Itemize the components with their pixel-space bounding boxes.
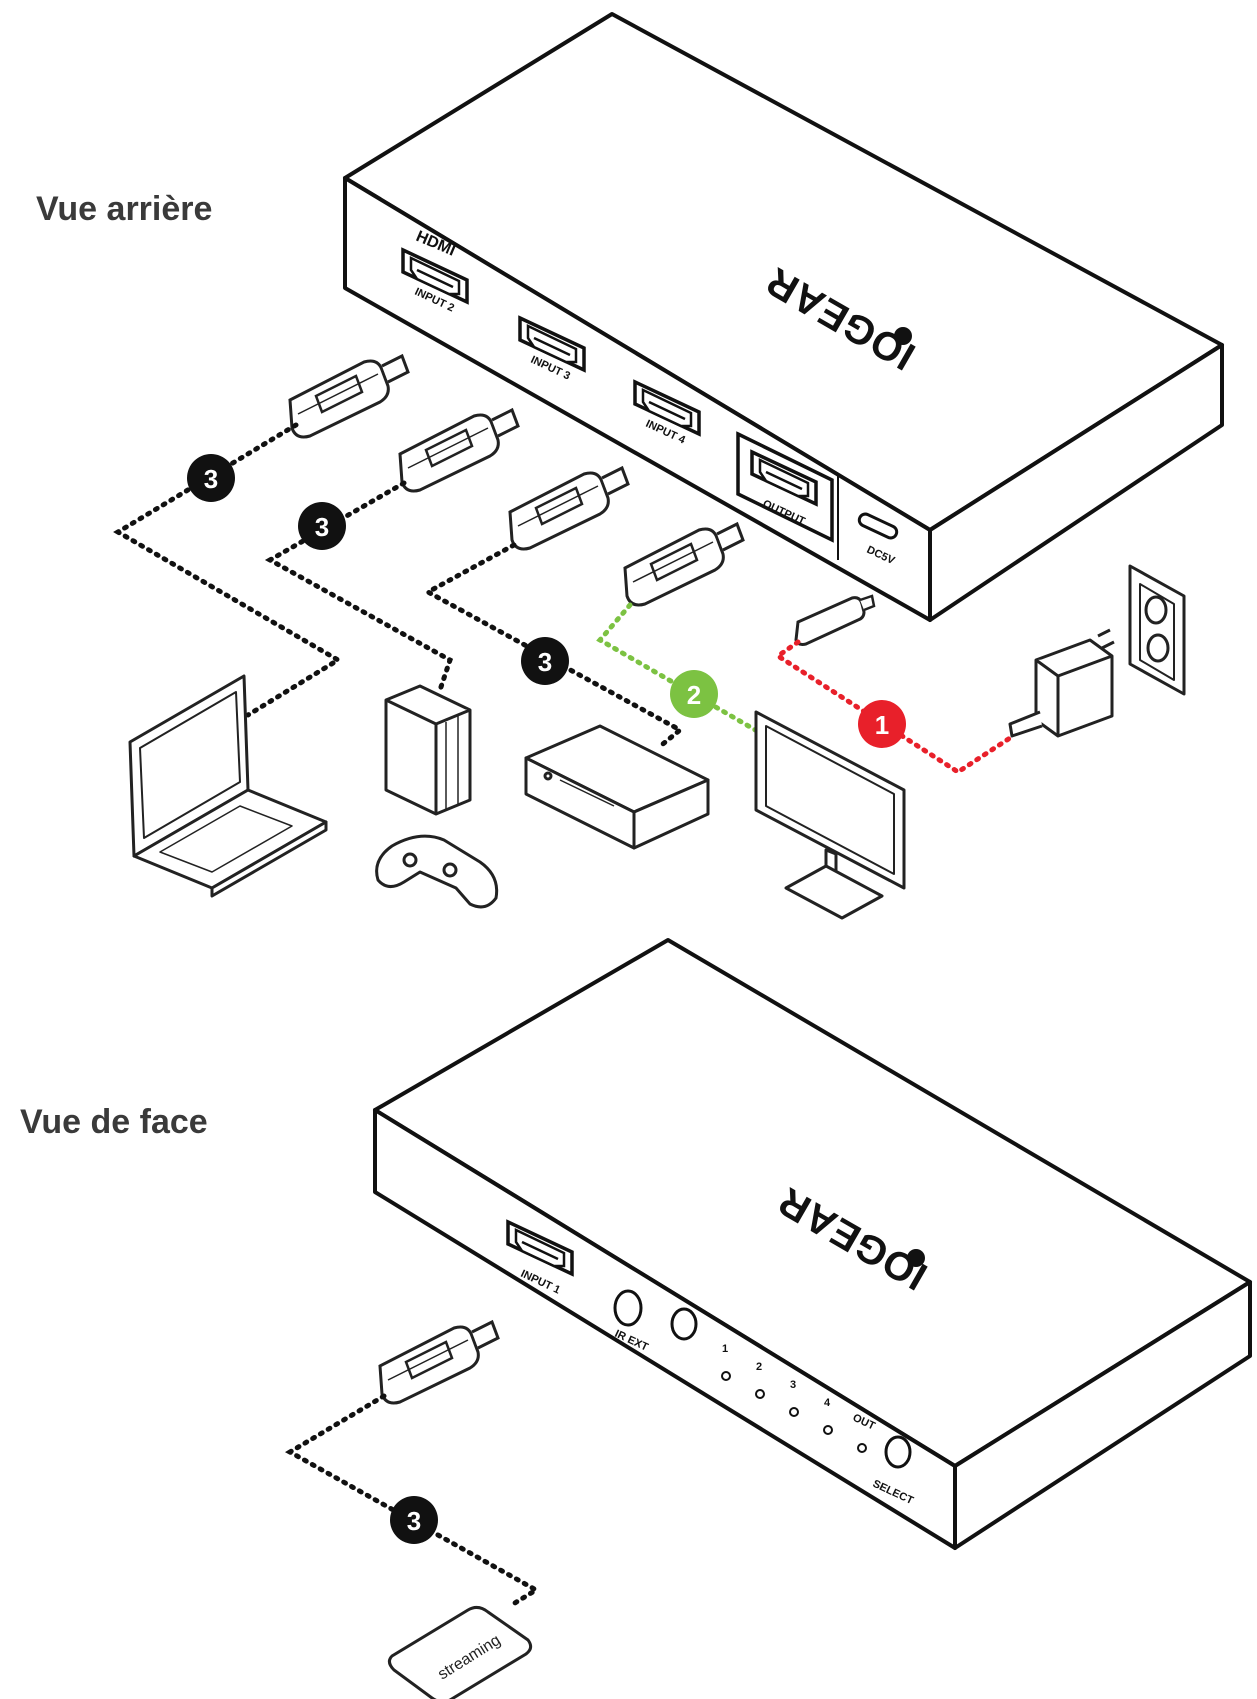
step3-line-laptop (113, 422, 343, 718)
rear-port-output (736, 431, 834, 543)
led-3-label: 3 (790, 1379, 796, 1391)
ir-ext-jack (613, 1289, 643, 1327)
step3-badge-streaming: 3 (390, 1496, 438, 1544)
power-plug (794, 594, 876, 646)
led-1-indicator (721, 1371, 731, 1381)
laptop-icon (128, 674, 328, 898)
select-button[interactable] (884, 1435, 912, 1469)
led-1-label: 1 (722, 1343, 728, 1355)
step3-badge-laptop: 3 (187, 454, 235, 502)
rear-switch-box (343, 12, 1224, 622)
front-view-label: Vue de face (20, 1103, 208, 1141)
led-2-label: 2 (756, 1361, 762, 1373)
power-adapter-icon (1008, 628, 1115, 738)
step3-badge-number: 3 (407, 1506, 421, 1536)
game-controller-icon (375, 834, 499, 909)
monitor-icon (754, 710, 906, 920)
hdmi-plug-1 (288, 354, 410, 439)
step3-badge-number: 3 (315, 512, 329, 542)
step2-badge: 2 (670, 670, 718, 718)
game-console-icon (384, 684, 472, 816)
step1-badge-number: 1 (875, 710, 889, 740)
led-out-indicator (857, 1443, 867, 1453)
hdmi-plug-front (378, 1320, 500, 1405)
step1-line-power (773, 639, 1013, 775)
hdmi-plug-3 (508, 466, 630, 551)
front-brand-mark-icon (907, 1249, 925, 1267)
rear-view-label: Vue arrière (36, 190, 213, 228)
streaming-stick-icon: streaming (387, 1605, 533, 1699)
wall-outlet-icon (1128, 564, 1186, 696)
front-switch-box (373, 938, 1252, 1550)
led-4-label: 4 (824, 1397, 831, 1409)
ir-sensor (670, 1307, 698, 1341)
step1-badge: 1 (858, 700, 906, 748)
step3-badge-number: 3 (204, 464, 218, 494)
step3-badge-player: 3 (521, 637, 569, 685)
hdmi-plug-4 (623, 522, 745, 607)
step2-badge-number: 2 (687, 680, 701, 710)
led-2-indicator (755, 1389, 765, 1399)
led-4-indicator (823, 1425, 833, 1435)
step2-line-monitor (596, 602, 767, 738)
step3-badge-number: 3 (538, 647, 552, 677)
media-player-icon (524, 724, 710, 850)
led-3-indicator (789, 1407, 799, 1417)
hdmi-plug-2 (398, 408, 520, 493)
dc-power-port (857, 512, 899, 540)
step3-badge-console: 3 (298, 502, 346, 550)
step3-line-console (264, 480, 454, 693)
rear-brand-mark-icon (894, 327, 912, 345)
